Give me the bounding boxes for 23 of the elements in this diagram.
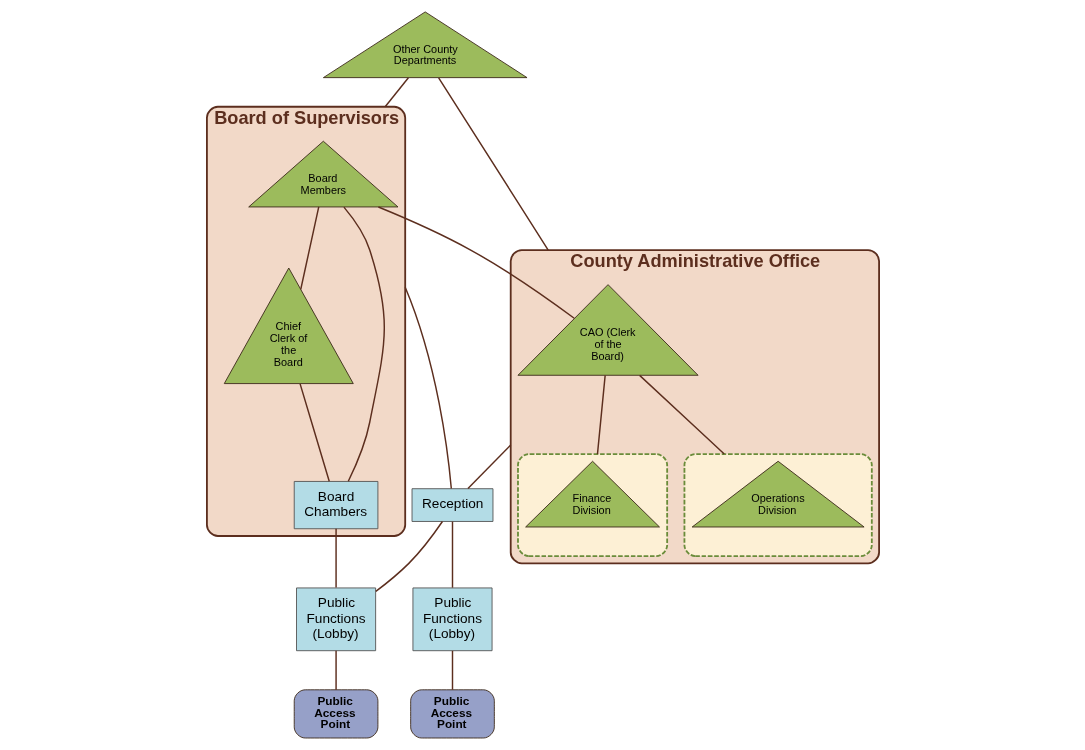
node-box: Public Functions (Lobby) [411, 587, 492, 652]
node-box: Public Functions (Lobby) [295, 587, 376, 652]
connector [383, 76, 409, 108]
connector [451, 650, 453, 691]
node-box: Public Access Point [409, 689, 495, 739]
node-box: Public Access Point [293, 689, 378, 739]
connector [342, 206, 385, 482]
cluster [516, 453, 668, 557]
connector [298, 383, 330, 482]
cluster [683, 453, 873, 557]
connector [437, 77, 549, 251]
connector [377, 206, 575, 319]
node-box: Board Chambers [293, 481, 378, 530]
node-box: Reception [411, 488, 493, 522]
connector [334, 650, 337, 691]
connector [403, 286, 452, 490]
connector [638, 374, 725, 455]
connector [299, 206, 319, 291]
connector [334, 528, 337, 589]
connector [451, 520, 453, 589]
connector [596, 374, 606, 455]
connector [374, 520, 443, 593]
connector [466, 444, 511, 490]
